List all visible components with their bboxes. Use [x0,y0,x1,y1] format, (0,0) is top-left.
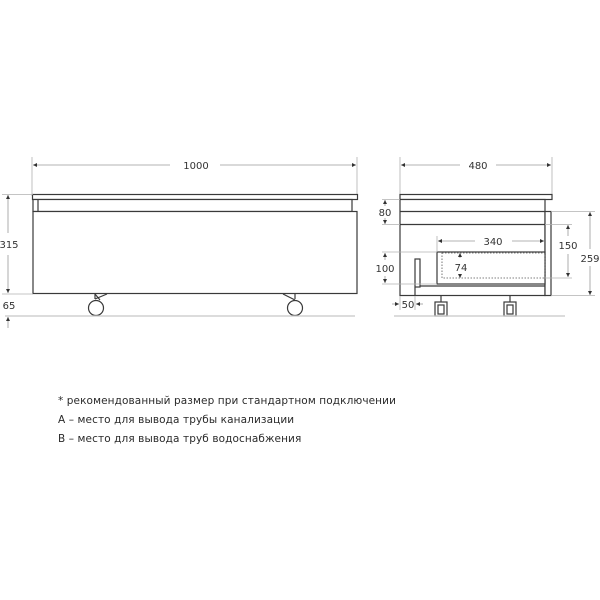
dim-inner-width-340: 340 [436,236,544,252]
dim-top-drawer-80: 80 [379,199,400,225]
side-view: 480 [375,157,600,317]
dim-label-inner-depth: 74 [455,263,468,274]
dim-depth-480: 480 [399,157,553,196]
pipe-outlet-a [414,258,421,288]
dim-label-leg: 65 [3,301,16,312]
dim-offset-50: 50 [392,296,423,311]
dim-label-inner-height: 150 [558,241,577,252]
side-caster-right [503,295,517,317]
side-inner-drawer [436,251,546,285]
dim-total-height-259: 259 [551,211,600,296]
side-caster-left [434,295,448,317]
dim-label-total-height: 259 [580,254,599,265]
dim-label-top-drawer: 80 [379,208,392,219]
dim-pipe-zone-100: 100 [375,251,437,285]
dim-label-inner-width: 340 [483,237,502,248]
dim-label-height: 315 [0,240,19,251]
dim-inner-depth-74: 74 [455,253,468,278]
dim-inner-height-150: 150 [545,224,578,279]
note-outlet-b: B – место для вывода труб водоснабжения [58,433,302,445]
front-cabinet-body [32,210,358,295]
front-view: 1000 315 [0,157,359,328]
dim-height-315: 315 [0,194,33,295]
caster-wheel-left [87,293,108,317]
dim-leg-65: 65 [3,301,16,328]
dim-label-pipe-zone: 100 [375,264,394,275]
note-recommended-size: * рекомендованный размер при стандартном… [58,395,397,407]
note-outlet-a: A – место для вывода трубы канализации [58,414,295,426]
dim-label-depth: 480 [468,161,487,172]
caster-wheel-right [282,293,304,317]
front-countertop [31,193,359,201]
side-countertop [399,193,553,201]
dim-label-width: 1000 [183,161,208,172]
dim-label-offset: 50 [402,300,415,311]
dim-width-1000: 1000 [31,157,358,196]
front-top-drawer [32,198,353,213]
